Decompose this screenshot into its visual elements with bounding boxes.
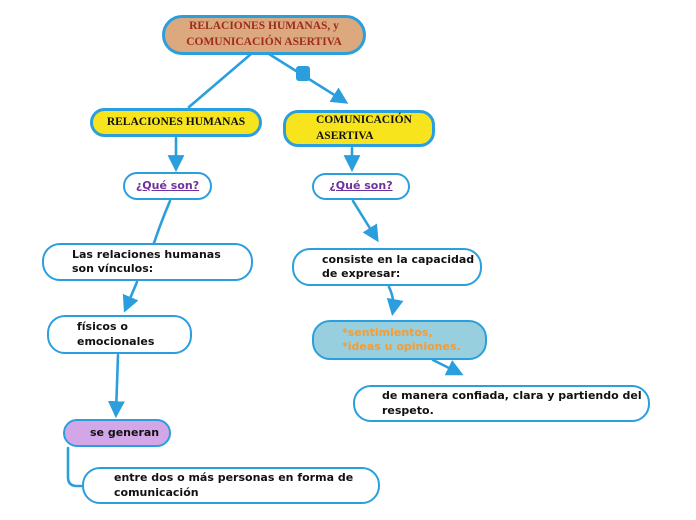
definition-node-left[interactable]: Las relaciones humanas son vínculos: (42, 243, 253, 281)
manner-text: de manera confiada, clara y partiendo de… (382, 389, 642, 417)
edge-generate-to-between (66, 446, 83, 488)
edge-leftquestion-to-definition (152, 199, 172, 245)
definition-text: Las relaciones humanas son vínculos: (72, 247, 221, 275)
edge-rightquestion-to-definition (351, 199, 379, 243)
edge-definition-to-types (122, 280, 139, 313)
between-text: entre dos o más personas en forma de com… (114, 471, 354, 499)
topic-node-relaciones-humanas[interactable]: RELACIONES HUMANAS (90, 108, 262, 137)
question-link[interactable]: ¿Qué son? (135, 178, 200, 192)
between-node[interactable]: entre dos o más personas en forma de com… (82, 467, 380, 504)
question-node-right[interactable]: ¿Qué son? (312, 173, 410, 200)
generate-node[interactable]: se generan (63, 419, 171, 447)
edge-types-to-generate (107, 353, 125, 419)
edge-items-to-manner (431, 358, 464, 376)
topic-label: RELACIONES HUMANAS (106, 116, 246, 129)
edge-definition-to-items (386, 285, 404, 316)
question-node-left[interactable]: ¿Qué son? (123, 172, 212, 200)
root-node-label: RELACIONES HUMANAS, y COMUNICACIÓN ASERT… (186, 20, 342, 48)
items-text: *sentimientos, *ideas u opiniones. (342, 325, 461, 353)
types-node[interactable]: físicos o emocionales (47, 315, 192, 354)
edge-root-to-left-topic (187, 52, 253, 109)
question-link[interactable]: ¿Qué son? (329, 179, 393, 193)
manner-node[interactable]: de manera confiada, clara y partiendo de… (353, 385, 650, 422)
link-node-square-icon (296, 66, 310, 81)
definition-node-right[interactable]: consiste en la capacidad de expresar: (292, 248, 482, 286)
topic-node-comunicacion-asertiva[interactable]: COMUNICACIÓN ASERTIVA (283, 110, 435, 147)
root-node[interactable]: RELACIONES HUMANAS, y COMUNICACIÓN ASERT… (162, 15, 366, 55)
topic-label: COMUNICACIÓN ASERTIVA (316, 113, 412, 142)
definition-text: consiste en la capacidad de expresar: (322, 252, 475, 280)
items-node[interactable]: *sentimientos, *ideas u opiniones. (312, 320, 487, 360)
types-text: físicos o emocionales (77, 320, 155, 348)
generate-text: se generan (90, 425, 160, 439)
